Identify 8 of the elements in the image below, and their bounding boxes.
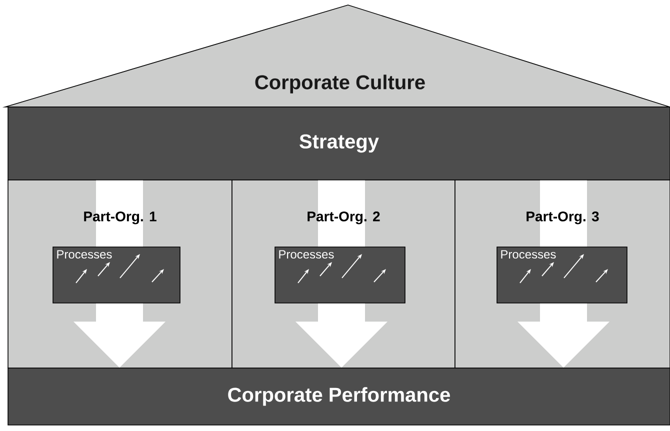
process-box: Processes	[496, 246, 628, 304]
column-title: Part-Org. 3	[526, 211, 599, 224]
band: Strategy	[8, 106, 670, 180]
column-title: Part-Org. 1	[84, 211, 156, 224]
band: Corporate Performance	[8, 368, 670, 426]
process-box: Processes	[274, 246, 406, 304]
column-title: Part-Org. 2	[308, 211, 380, 224]
process-box: Processes	[52, 246, 180, 304]
